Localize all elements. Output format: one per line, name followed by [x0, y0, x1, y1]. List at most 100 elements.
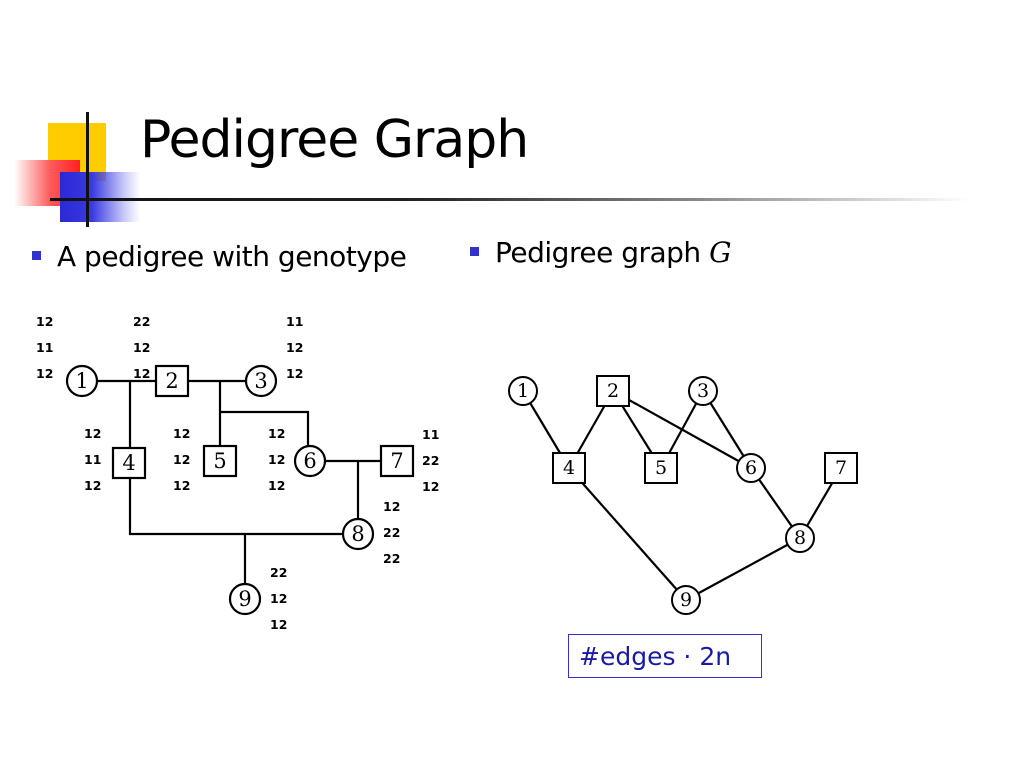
- slide-title: Pedigree Graph: [140, 110, 529, 170]
- node-label: 8: [794, 527, 806, 549]
- pedigree-individual-4: 4: [111, 446, 147, 480]
- node-square: [596, 375, 630, 407]
- genotype-4-3: 12: [84, 478, 101, 493]
- bullet-pedigree-graph: Pedigree graph G: [470, 236, 731, 269]
- genotype-3-2: 12: [286, 340, 303, 355]
- genotype-6-1: 12: [268, 426, 285, 441]
- title-underline: [50, 198, 970, 201]
- genotype-9-2: 12: [270, 591, 287, 606]
- graph-edge-8-9: [685, 537, 801, 601]
- genotype-3-3: 12: [286, 366, 303, 381]
- bullet-square-icon: [470, 246, 479, 256]
- genotype-5-3: 12: [173, 478, 190, 493]
- node-circle: [671, 585, 701, 615]
- bullet-right-text: Pedigree graph: [495, 236, 701, 269]
- female-circle: [293, 444, 327, 478]
- genotype-6-3: 12: [268, 478, 285, 493]
- individual-label: 1: [75, 369, 88, 393]
- genotype-1-1: 12: [36, 314, 53, 329]
- graph-node-3: 3: [688, 376, 718, 406]
- male-square: [202, 444, 238, 478]
- graph-edges: [522, 390, 842, 601]
- descent-line-6: [220, 410, 310, 447]
- individual-label: 6: [303, 449, 316, 473]
- pedigree-individual-1: 1: [65, 364, 99, 398]
- genotype-1-2: 11: [36, 340, 53, 355]
- node-label: 7: [835, 457, 847, 479]
- pedigree-individual-5: 5: [202, 444, 238, 478]
- pedigree-individual-7: 7: [379, 444, 415, 478]
- graph-variable: G: [709, 236, 731, 269]
- genotype-4-2: 11: [84, 452, 101, 467]
- male-square: [379, 444, 415, 478]
- pedigree-lines: [98, 379, 382, 584]
- graph-node-5: 5: [644, 452, 678, 484]
- genotype-5-1: 12: [173, 426, 190, 441]
- genotype-8-3: 22: [383, 551, 400, 566]
- node-label: 4: [563, 457, 575, 479]
- female-circle: [65, 364, 99, 398]
- genotype-1-3: 12: [36, 366, 53, 381]
- graph-node-8: 8: [785, 523, 815, 553]
- node-label: 2: [607, 380, 619, 402]
- individual-label: 3: [254, 369, 267, 393]
- individual-label: 2: [165, 369, 178, 393]
- individual-label: 5: [213, 449, 226, 473]
- node-circle: [736, 453, 766, 483]
- node-circle: [785, 523, 815, 553]
- graph-node-2: 2: [596, 375, 630, 407]
- node-circle: [688, 376, 718, 406]
- pedigree-individual-9: 9: [228, 582, 262, 616]
- genotype-9-1: 22: [270, 565, 287, 580]
- genotype-labels: 1211122212121112121211121212121212121122…: [36, 314, 439, 632]
- node-label: 5: [655, 457, 667, 479]
- graph-nodes: 1 2 3 4 5 6 7 8 9: [508, 375, 858, 615]
- graph-edge-4-9: [568, 467, 687, 601]
- individual-label: 9: [238, 587, 251, 611]
- pedigree-individual-2: 2: [154, 364, 190, 398]
- node-square: [824, 452, 858, 484]
- genotype-3-1: 11: [286, 314, 303, 329]
- genotype-8-2: 22: [383, 525, 400, 540]
- genotype-7-1: 11: [422, 427, 439, 442]
- graph-edge-3-6: [702, 390, 752, 469]
- genotype-2-1: 22: [133, 314, 150, 329]
- genotype-9-3: 12: [270, 617, 287, 632]
- edges-count-note: #edges · 2n: [568, 634, 762, 678]
- genotype-8-1: 12: [383, 499, 400, 514]
- node-square: [644, 452, 678, 484]
- node-label: 9: [680, 589, 692, 611]
- individual-label: 4: [122, 451, 135, 475]
- pedigree-individual-6: 6: [293, 444, 327, 478]
- genotype-7-2: 22: [422, 453, 439, 468]
- pedigree-individual-3: 3: [244, 364, 278, 398]
- graph-node-7: 7: [824, 452, 858, 484]
- genotype-2-3: 12: [133, 366, 150, 381]
- genotype-5-2: 12: [173, 452, 190, 467]
- female-circle: [228, 582, 262, 616]
- decor-vertical-line: [86, 112, 89, 227]
- genotype-7-3: 12: [422, 479, 439, 494]
- bullet-square-icon: [32, 250, 41, 260]
- female-circle: [341, 517, 375, 551]
- pedigree-individual-8: 8: [341, 517, 375, 551]
- graph-node-1: 1: [508, 376, 538, 406]
- individual-label: 7: [390, 449, 403, 473]
- bullet-left-text: A pedigree with genotype: [57, 240, 407, 273]
- male-square: [154, 364, 190, 398]
- decor-blue-block: [60, 172, 140, 222]
- graph-node-4: 4: [552, 452, 586, 484]
- individual-label: 8: [351, 522, 364, 546]
- genotype-4-1: 12: [84, 426, 101, 441]
- female-circle: [244, 364, 278, 398]
- graph-node-9: 9: [671, 585, 701, 615]
- mating-line-4-8: [128, 477, 342, 536]
- graph-node-6: 6: [736, 453, 766, 483]
- genotype-6-2: 12: [268, 452, 285, 467]
- genotype-2-2: 12: [133, 340, 150, 355]
- male-square: [111, 446, 147, 480]
- node-label: 6: [745, 457, 757, 479]
- bullet-pedigree-with-genotype: A pedigree with genotype: [32, 240, 407, 273]
